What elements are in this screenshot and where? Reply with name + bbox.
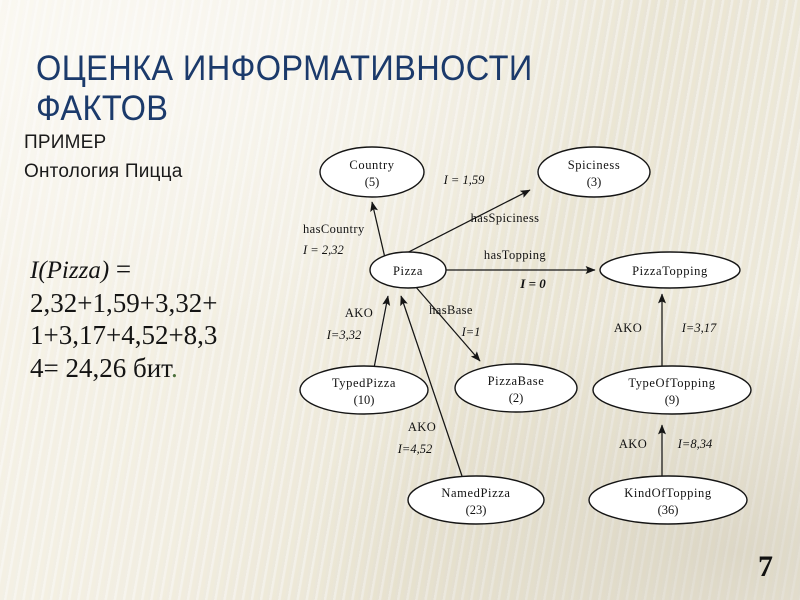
information-formula: I(Pizza) = 2,32+1,59+3,32+ 1+3,17+4,52+8… [30,253,290,385]
edge-ako-typeoftopping-label: AKO [614,321,642,335]
edge-ako-kindoftopping: AKO I=8,34 [619,424,712,486]
node-country-label: Country [349,158,394,172]
node-namedpizza[interactable]: NamedPizza (23) [407,475,545,525]
formula-equals: = [109,254,132,284]
node-typeoftopping-label: TypeOfTopping [628,376,715,390]
node-pizzabase[interactable]: PizzaBase (2) [454,363,578,413]
edge-hastopping-value: I = 0 [519,276,546,291]
formula-line-4: 4= 24,26 бит. [30,352,290,385]
subtitle-block: ПРИМЕР Онтология Пицца [24,128,299,187]
edge-ako-namedpizza-value: I=4,52 [397,442,432,456]
edge-ako-typeoftopping: AKO I=3,17 [614,293,717,368]
node-typeoftopping-count: (9) [665,393,680,407]
edge-hascountry-value: I = 2,32 [302,243,344,257]
node-namedpizza-label: NamedPizza [441,486,510,500]
page-number: 7 [758,550,773,583]
edge-hasspiciness-label: hasSpiciness [471,211,540,225]
node-namedpizza-count: (23) [466,503,487,517]
subtitle-ontology: Онтология Пицца [24,161,183,183]
formula-result: 4= 24,26 бит [30,353,171,384]
edge-ako-typedpizza-label: AKO [345,306,373,320]
formula-line-3: 1+3,17+4,52+8,3 [30,320,218,351]
edge-hasspiciness: I = 1,59 hasSpiciness [392,173,540,261]
formula-line-2: 2,32+1,59+3,32+ [30,287,218,318]
node-typedpizza-count: (10) [354,393,375,407]
subtitle-primer: ПРИМЕР [24,132,107,153]
edge-hastopping-label: hasTopping [484,248,546,262]
node-typedpizza[interactable]: TypedPizza (10) [299,365,429,415]
node-spiciness-count: (3) [587,175,602,189]
node-kindoftopping-count: (36) [658,503,679,517]
edge-hascountry-label: hasCountry [303,222,365,236]
edge-ako-typeoftopping-value: I=3,17 [681,321,717,335]
edge-hasspiciness-value: I = 1,59 [443,173,485,187]
edge-ako-typedpizza: AKO I=3,32 [326,295,391,369]
node-spiciness-label: Spiciness [568,158,621,172]
edge-hasbase: hasBase I=1 [414,285,481,362]
formula-trailing-dot: . [170,353,178,384]
node-kindoftopping-label: KindOfTopping [624,486,712,500]
formula-line-1: I(Pizza) = [30,253,290,287]
node-pizzatopping[interactable]: PizzaTopping [599,251,741,289]
ontology-diagram: hasCountry I = 2,32 I = 1,59 hasSpicines… [290,118,800,543]
page-title: ОЦЕНКА ИНФОРМАТИВНОСТИ ФАКТОВ [36,49,533,128]
node-typeoftopping[interactable]: TypeOfTopping (9) [592,365,752,415]
node-typedpizza-label: TypedPizza [332,376,396,390]
edge-hasbase-value: I=1 [461,325,481,339]
edge-ako-kindoftopping-value: I=8,34 [677,437,712,451]
formula-function: I(Pizza) [30,257,110,284]
node-pizzatopping-label: PizzaTopping [632,264,708,278]
node-pizza[interactable]: Pizza [369,251,447,289]
edge-ako-kindoftopping-label: AKO [619,437,647,451]
node-country-count: (5) [365,175,380,189]
edge-hascountry: hasCountry I = 2,32 [302,201,386,259]
node-pizzabase-count: (2) [509,391,524,405]
node-pizzabase-label: PizzaBase [488,374,545,388]
edge-ako-namedpizza: AKO I=4,52 [397,295,463,477]
node-pizza-label: Pizza [393,264,423,278]
node-kindoftopping[interactable]: KindOfTopping (36) [588,475,748,525]
edge-hasbase-label: hasBase [429,303,473,317]
edge-ako-namedpizza-label: AKO [408,420,436,434]
edge-hastopping: hasTopping I = 0 [446,248,596,291]
node-country[interactable]: Country (5) [319,146,425,198]
node-spiciness[interactable]: Spiciness (3) [537,146,651,198]
edge-ako-typedpizza-value: I=3,32 [326,328,361,342]
